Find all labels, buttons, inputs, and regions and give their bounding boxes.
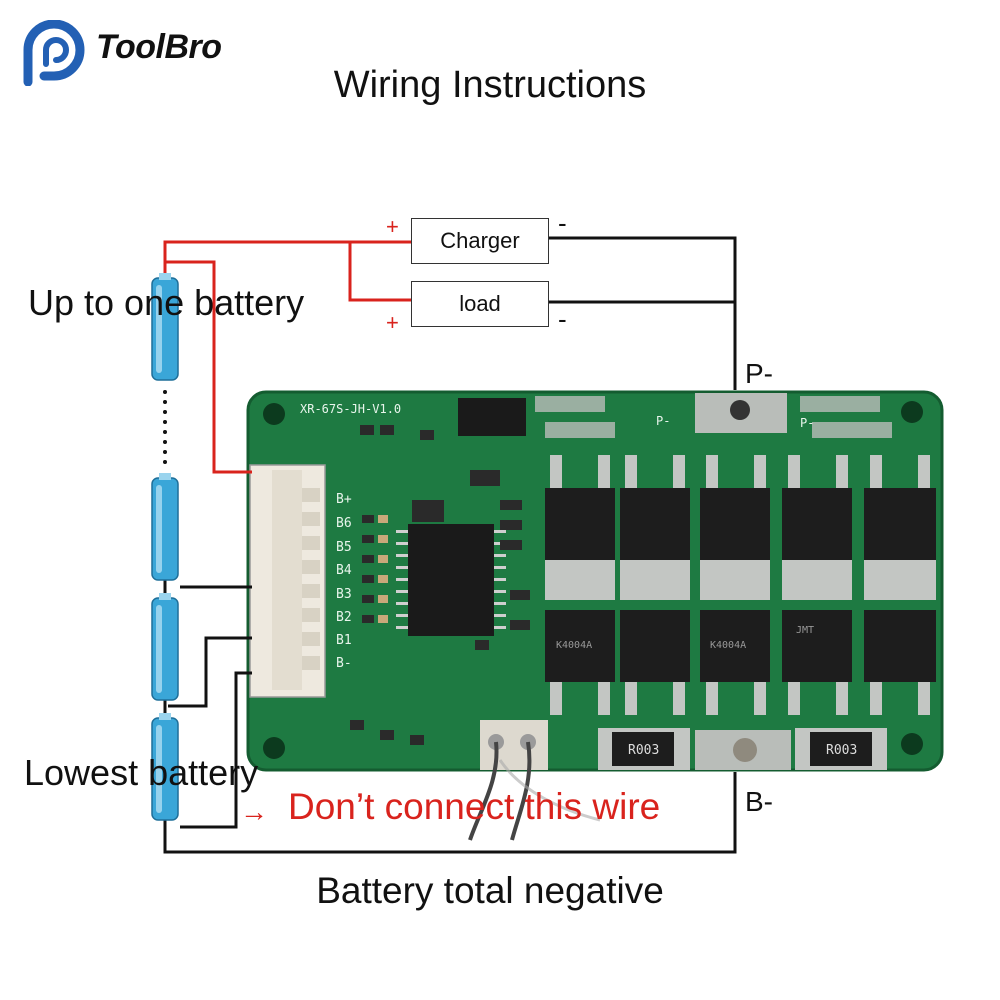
logo-text: ToolBro bbox=[96, 28, 222, 66]
board-p-minus: P- bbox=[656, 414, 671, 428]
up-to-one-battery-label: Up to one battery bbox=[28, 282, 305, 323]
pin-b3: B3 bbox=[336, 587, 352, 602]
ellipsis-dots bbox=[163, 390, 167, 464]
pin-b-minus: B- bbox=[336, 656, 352, 671]
charger-box: Charger bbox=[411, 218, 549, 264]
load-box: load bbox=[411, 281, 549, 327]
p-minus-label: P- bbox=[745, 358, 773, 389]
board-p-minus-2: P- bbox=[800, 416, 815, 430]
shunt-mark-1: R003 bbox=[628, 743, 660, 758]
battery-middle bbox=[151, 477, 179, 581]
shunt-mark-2: R003 bbox=[826, 743, 858, 758]
lowest-battery-label: Lowest battery bbox=[24, 752, 259, 793]
pin-b5: B5 bbox=[336, 540, 352, 555]
arrow-icon: → bbox=[240, 796, 268, 827]
positive-wires bbox=[163, 240, 412, 474]
pin-b6: B6 bbox=[336, 516, 352, 531]
mosfet-row-bottom bbox=[545, 610, 936, 715]
mosfet-mark-1: K4004A bbox=[556, 640, 593, 651]
charger-plus-sign: + bbox=[386, 214, 399, 239]
battery-stack bbox=[151, 273, 179, 821]
logo bbox=[20, 19, 90, 87]
b-minus-label: B- bbox=[745, 786, 773, 817]
mosfet-mark-2: K4004A bbox=[710, 640, 747, 651]
dont-connect-warning: Don’t connect this wire bbox=[288, 786, 661, 827]
charger-minus-sign: - bbox=[558, 208, 567, 238]
pin-b-plus: B+ bbox=[336, 492, 352, 507]
logo-icon bbox=[23, 19, 85, 87]
pin-b1: B1 bbox=[336, 633, 352, 648]
bms-board bbox=[246, 390, 944, 772]
sense-wires bbox=[468, 741, 601, 841]
page-title: Wiring Instructions bbox=[333, 64, 647, 106]
board-model: XR-67S-JH-V1.0 bbox=[300, 402, 402, 416]
negative-wires bbox=[163, 236, 737, 854]
pin-b2: B2 bbox=[336, 610, 352, 625]
pin-b4: B4 bbox=[336, 563, 352, 578]
load-minus-sign: - bbox=[558, 304, 567, 334]
mosfet-row-top bbox=[545, 455, 936, 600]
battery-second bbox=[151, 597, 179, 701]
mosfet-brand-1: JMT bbox=[796, 625, 815, 636]
load-plus-sign: + bbox=[386, 310, 399, 335]
battery-total-negative-label: Battery total negative bbox=[316, 870, 664, 911]
